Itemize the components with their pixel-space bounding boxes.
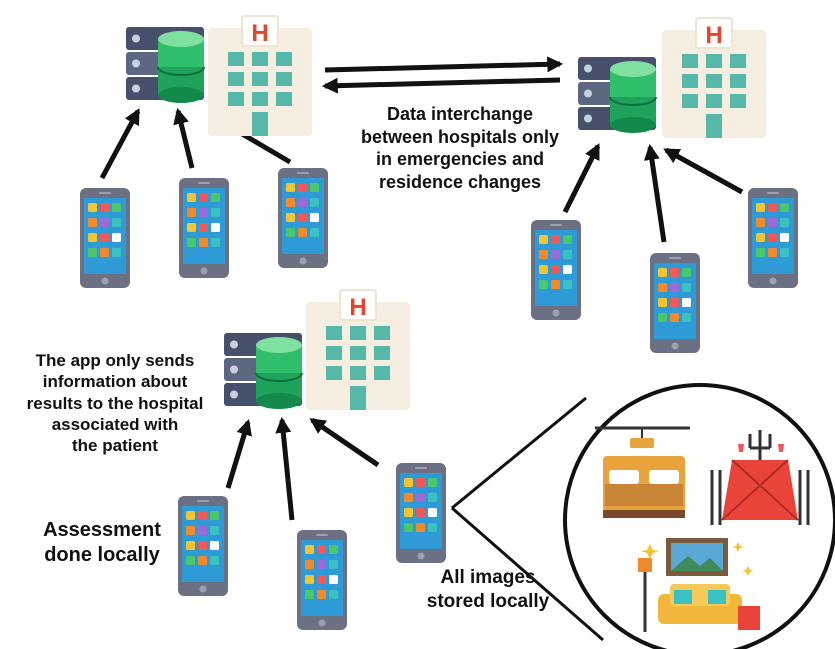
data-interchange-line-3: in emergencies and bbox=[375, 149, 545, 169]
arrow-icon-interchange-right bbox=[324, 56, 564, 73]
server-database-icon-top-left bbox=[126, 27, 205, 103]
data-interchange-line-2: between hospitals only bbox=[360, 126, 560, 147]
app-sends-line-3: results to the hospital bbox=[26, 393, 204, 413]
app-sends-line-4: associated with bbox=[51, 414, 179, 434]
data-interchange-label: Data interchange between hospitals only … bbox=[330, 103, 590, 193]
app-sends-line-2: information about bbox=[42, 372, 188, 392]
images-stored-line-1: All images bbox=[440, 567, 536, 588]
images-stored-label: All images stored locally bbox=[408, 566, 568, 614]
arrow-icon-b-1 bbox=[225, 418, 252, 489]
hospital-sign-text: H bbox=[349, 294, 366, 321]
hospital-building-icon-top-left: H bbox=[208, 15, 312, 136]
arrow-icon-tr-3 bbox=[663, 147, 744, 195]
smartphone-icon-tr-2 bbox=[650, 253, 700, 353]
zoom-line-bottom bbox=[451, 506, 604, 642]
smartphone-icon-b-2 bbox=[297, 530, 347, 630]
smartphone-icon-tl-2 bbox=[179, 178, 229, 278]
hospital-sign-text: H bbox=[251, 20, 268, 47]
data-interchange-line-1: Data interchange bbox=[386, 104, 534, 124]
arrow-icon-tr-2 bbox=[643, 143, 667, 243]
arrow-icon-interchange-left bbox=[321, 77, 561, 94]
smartphone-icon-tl-1 bbox=[80, 188, 130, 288]
smartphone-icon-b-1 bbox=[178, 496, 228, 596]
sofa-icon bbox=[638, 538, 760, 632]
server-database-icon-bottom bbox=[224, 333, 303, 409]
arrow-icon-tr-1 bbox=[562, 143, 601, 214]
smartphone-icon-b-3 bbox=[396, 463, 446, 563]
smartphone-icon-tl-3 bbox=[278, 168, 328, 268]
arrow-icon-b-2 bbox=[275, 416, 295, 521]
arrow-icon-tl-2 bbox=[173, 107, 195, 169]
arrow-icon-tl-1 bbox=[99, 108, 141, 180]
zoom-circle bbox=[563, 383, 835, 649]
data-interchange-line-4: residence changes bbox=[378, 171, 542, 192]
hospital-building-icon-bottom: H bbox=[306, 289, 410, 410]
dining-table-icon bbox=[710, 430, 810, 525]
bed-icon bbox=[595, 426, 690, 518]
smartphone-icon-tr-3 bbox=[748, 188, 798, 288]
assessment-line-1: Assessment bbox=[43, 519, 161, 541]
app-sends-line-1: The app only sends bbox=[35, 351, 195, 370]
server-database-icon-top-right bbox=[578, 57, 657, 133]
app-sends-label: The app only sends information about res… bbox=[10, 350, 220, 456]
hospital-building-icon-top-right: H bbox=[662, 17, 766, 138]
images-stored-line-2: stored locally bbox=[426, 590, 550, 612]
hospital-sign-text: H bbox=[705, 22, 722, 49]
smartphone-icon-tr-1 bbox=[531, 220, 581, 320]
assessment-label: Assessment done locally bbox=[22, 518, 182, 568]
arrow-icon-b-3 bbox=[309, 417, 380, 468]
app-sends-line-5: the patient bbox=[72, 436, 158, 455]
assessment-line-2: done locally bbox=[44, 544, 160, 566]
zoom-line-top bbox=[451, 396, 587, 510]
